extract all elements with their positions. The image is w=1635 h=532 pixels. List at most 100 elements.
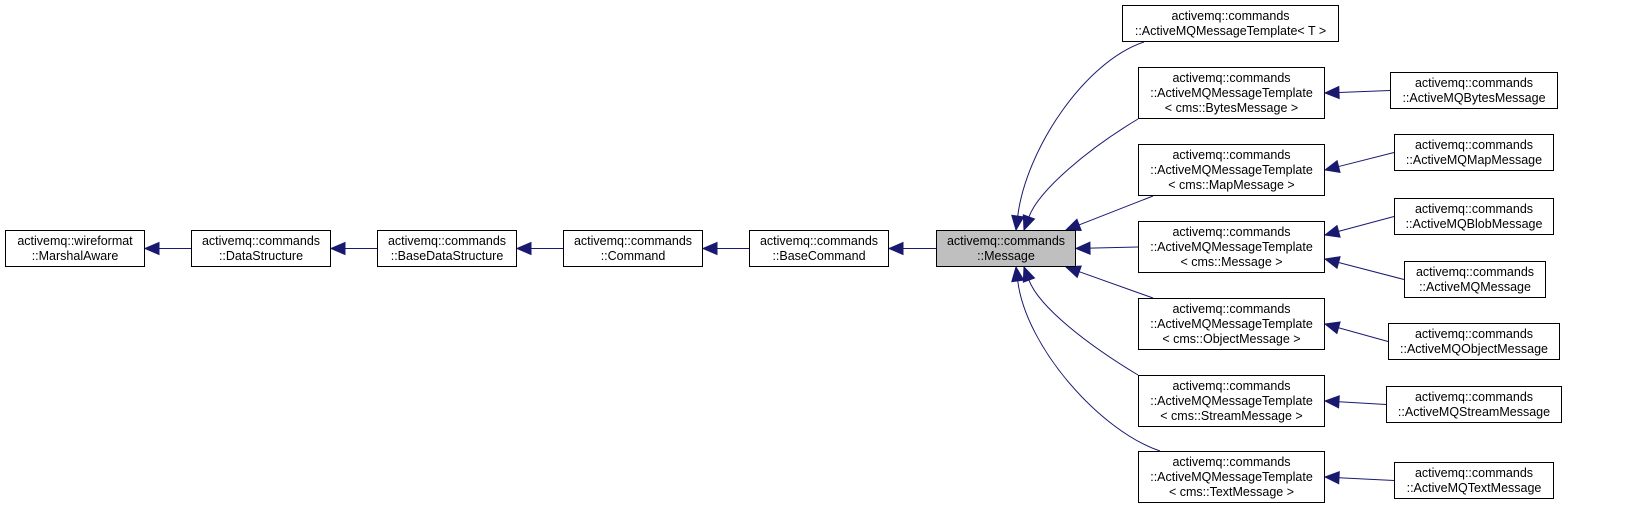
- class-node-label: activemq::commands: [387, 233, 507, 248]
- inheritance-arrowhead: [1323, 470, 1340, 485]
- inheritance-edge-tmpl-map-to-message: [1078, 195, 1154, 226]
- class-node-label: activemq::commands: [1414, 465, 1534, 480]
- inheritance-arrowhead: [1323, 159, 1341, 174]
- class-node-tmpl-object[interactable]: activemq::commands::ActiveMQMessageTempl…: [1138, 298, 1325, 350]
- inheritance-edge-object-message-to-tmpl-object: [1338, 327, 1389, 342]
- inheritance-arrowhead: [1323, 256, 1341, 270]
- class-node-label: activemq::commands: [1171, 8, 1290, 23]
- class-node-base-data-structure[interactable]: activemq::commands::BaseDataStructure: [377, 230, 517, 267]
- inheritance-arrowhead: [1064, 218, 1082, 232]
- class-node-label: activemq::commands: [1172, 454, 1291, 469]
- inheritance-edge-tmpl-text-to-message: [1017, 280, 1161, 452]
- inheritance-arrowhead: [1011, 265, 1025, 283]
- class-node-label: ::Command: [600, 248, 666, 263]
- inheritance-arrowhead: [1064, 265, 1082, 279]
- class-node-label: ::DataStructure: [218, 248, 304, 263]
- class-node-label: ::ActiveMQBlobMessage: [1405, 216, 1543, 231]
- class-node-command[interactable]: activemq::commands::Command: [563, 230, 703, 267]
- inheritance-arrowhead: [1011, 214, 1025, 232]
- class-node-label: ::ActiveMQBytesMessage: [1402, 90, 1546, 105]
- class-node-label: activemq::commands: [1414, 201, 1534, 216]
- class-node-label: ::ActiveMQMapMessage: [1405, 152, 1543, 167]
- class-node-marshal-aware[interactable]: activemq::wireformat::MarshalAware: [5, 230, 145, 267]
- class-node-amq-message[interactable]: activemq::commands::ActiveMQMessage: [1404, 261, 1546, 298]
- inheritance-arrowhead: [701, 241, 718, 256]
- class-node-label: activemq::commands: [1414, 137, 1534, 152]
- inheritance-edge-stream-message-to-tmpl-stream: [1338, 401, 1387, 405]
- class-node-message[interactable]: activemq::commands::Message: [936, 230, 1076, 267]
- inheritance-arrowhead: [515, 241, 532, 256]
- class-node-label: ::ActiveMQMessageTemplate: [1150, 316, 1313, 331]
- class-node-label: ::ActiveMQMessageTemplate: [1150, 239, 1313, 254]
- class-node-label: ::ActiveMQMessageTemplate< T >: [1134, 23, 1327, 38]
- class-node-label: < cms::ObjectMessage >: [1162, 331, 1301, 346]
- inheritance-edge-tmpl-stream-to-message: [1028, 279, 1139, 376]
- class-node-tmpl-bytes[interactable]: activemq::commands::ActiveMQMessageTempl…: [1138, 67, 1325, 119]
- inheritance-edge-bytes-message-to-tmpl-bytes: [1338, 90, 1391, 93]
- class-node-label: activemq::commands: [201, 233, 321, 248]
- class-node-map-message[interactable]: activemq::commands::ActiveMQMapMessage: [1394, 134, 1554, 171]
- class-node-text-message[interactable]: activemq::commands::ActiveMQTextMessage: [1394, 462, 1554, 499]
- class-node-label: < cms::Message >: [1180, 254, 1283, 269]
- inheritance-edge-tmpl-bytes-to-message: [1028, 118, 1139, 218]
- inheritance-arrowhead: [143, 241, 160, 256]
- class-node-label: ::MarshalAware: [31, 248, 119, 263]
- class-node-label: ::ActiveMQStreamMessage: [1397, 404, 1551, 419]
- class-node-label: < cms::BytesMessage >: [1164, 100, 1299, 115]
- class-node-label: activemq::commands: [1172, 224, 1291, 239]
- class-node-blob-message[interactable]: activemq::commands::ActiveMQBlobMessage: [1394, 198, 1554, 235]
- class-node-tmpl-stream[interactable]: activemq::commands::ActiveMQMessageTempl…: [1138, 375, 1325, 427]
- inheritance-arrowhead: [1022, 214, 1036, 232]
- inheritance-arrowhead: [329, 241, 346, 256]
- inheritance-edge-tmpl-t-to-message: [1017, 41, 1145, 217]
- class-node-label: ::ActiveMQTextMessage: [1406, 480, 1542, 495]
- class-node-label: ::ActiveMQObjectMessage: [1400, 341, 1548, 356]
- class-node-label: activemq::commands: [1414, 75, 1534, 90]
- class-node-stream-message[interactable]: activemq::commands::ActiveMQStreamMessag…: [1386, 386, 1562, 423]
- class-node-base-command[interactable]: activemq::commands::BaseCommand: [749, 230, 889, 267]
- class-node-object-message[interactable]: activemq::commands::ActiveMQObjectMessag…: [1388, 323, 1560, 360]
- class-node-label: activemq::commands: [1415, 264, 1535, 279]
- class-node-label: ::ActiveMQMessageTemplate: [1150, 393, 1313, 408]
- inheritance-arrowhead: [1323, 224, 1341, 238]
- class-node-tmpl-t[interactable]: activemq::commands::ActiveMQMessageTempl…: [1122, 5, 1339, 42]
- class-node-label: activemq::commands: [1414, 389, 1534, 404]
- class-node-label: ::ActiveMQMessageTemplate: [1150, 85, 1313, 100]
- class-node-label: activemq::commands: [573, 233, 693, 248]
- class-node-label: < cms::StreamMessage >: [1160, 408, 1303, 423]
- class-node-label: ::ActiveMQMessageTemplate: [1150, 469, 1313, 484]
- class-node-tmpl-text[interactable]: activemq::commands::ActiveMQMessageTempl…: [1138, 451, 1325, 503]
- inheritance-arrowhead: [1323, 395, 1340, 409]
- inheritance-edge-tmpl-message-to-message: [1089, 246, 1139, 249]
- class-node-data-structure[interactable]: activemq::commands::DataStructure: [191, 230, 331, 267]
- class-node-tmpl-message[interactable]: activemq::commands::ActiveMQMessageTempl…: [1138, 221, 1325, 273]
- class-node-label: activemq::commands: [1414, 326, 1534, 341]
- inheritance-edge-map-message-to-tmpl-map: [1338, 152, 1395, 168]
- class-node-label: ::ActiveMQMessage: [1419, 279, 1531, 294]
- inheritance-arrowhead: [1022, 265, 1036, 283]
- class-node-label: activemq::commands: [1172, 70, 1291, 85]
- class-node-label: < cms::MapMessage >: [1168, 177, 1295, 192]
- class-node-label: activemq::wireformat: [17, 233, 133, 248]
- inheritance-edge-amq-message-to-tmpl-message: [1338, 262, 1405, 280]
- class-node-label: ::ActiveMQMessageTemplate: [1150, 162, 1313, 177]
- inheritance-edge-text-message-to-tmpl-text: [1338, 477, 1395, 481]
- inheritance-arrowhead: [1074, 241, 1091, 255]
- class-node-tmpl-map[interactable]: activemq::commands::ActiveMQMessageTempl…: [1138, 144, 1325, 196]
- class-node-label: activemq::commands: [1172, 301, 1291, 316]
- inheritance-arrowhead: [1323, 321, 1341, 335]
- inheritance-arrowhead: [887, 241, 904, 256]
- class-node-label: ::Message: [977, 248, 1035, 263]
- class-node-bytes-message[interactable]: activemq::commands::ActiveMQBytesMessage: [1390, 72, 1558, 109]
- inheritance-arrowhead: [1323, 85, 1340, 100]
- class-node-label: activemq::commands: [759, 233, 879, 248]
- class-node-label: activemq::commands: [946, 233, 1066, 248]
- class-node-label: activemq::commands: [1172, 378, 1291, 393]
- class-node-label: activemq::commands: [1172, 147, 1291, 162]
- class-node-label: ::BaseDataStructure: [390, 248, 504, 263]
- inheritance-edge-blob-message-to-tmpl-message: [1338, 216, 1395, 232]
- class-node-label: ::BaseCommand: [772, 248, 866, 263]
- inheritance-edge-tmpl-object-to-message: [1079, 271, 1154, 299]
